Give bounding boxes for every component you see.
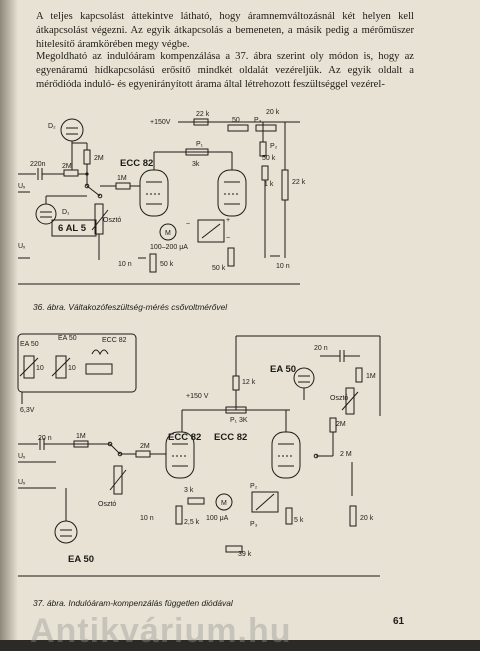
- label-50k-right: 50 k: [212, 265, 226, 272]
- resistor-2m-input: [63, 169, 79, 177]
- label-20k: 20 k: [360, 515, 374, 522]
- label-1m-input: 1M: [76, 433, 86, 440]
- label-ux-top: Uₓ: [18, 183, 26, 190]
- label-meter: 100 μA: [206, 515, 229, 522]
- label-20k: 20 k: [266, 109, 280, 116]
- label-5k: 5 k: [294, 517, 304, 524]
- label-d2: D₂: [48, 123, 56, 130]
- label-1m-right: 1M: [366, 373, 376, 380]
- label-2m-top: 2M: [94, 155, 104, 162]
- label-63v: 6,3V: [20, 407, 35, 414]
- label-oszto: Osztó: [98, 501, 116, 508]
- label-p3: P₃: [254, 117, 262, 124]
- label-22k: 22 k: [196, 111, 210, 118]
- label-150v: +150 V: [186, 393, 209, 400]
- watermark: Antikvárium.hu: [30, 612, 292, 650]
- label-d1: D₁: [62, 209, 70, 216]
- label-50k-bottom: 50 k: [160, 261, 174, 268]
- label-ux-bottom: Uₓ: [18, 243, 26, 250]
- resistor-2m-top: [83, 149, 91, 165]
- paragraph-1: A teljes kapcsolást áttekintve látható, …: [36, 11, 414, 50]
- pot-p1: [185, 148, 209, 156]
- label-p2: P₂: [250, 483, 258, 490]
- label-3k: 3k: [192, 161, 200, 168]
- label-wave: ~: [186, 221, 190, 228]
- resistor-1m: [115, 182, 131, 190]
- pot-50: [227, 124, 249, 132]
- label-3k: 3 k: [184, 487, 194, 494]
- tube-ecc82-b: [271, 431, 301, 479]
- label-oszto-right: Osztó: [330, 395, 348, 402]
- label-2m-right: 2M: [336, 421, 346, 428]
- tube-ea50-top: [293, 367, 315, 389]
- label-ea50-inset: EA 50: [20, 341, 39, 348]
- label-2k5: 2,5 k: [184, 519, 200, 526]
- label-50: 50: [232, 117, 240, 124]
- label-ux-top: Uₓ: [18, 453, 26, 460]
- label-12k: 12 k: [242, 379, 256, 386]
- label-plus: +: [226, 217, 230, 224]
- tube-ecc82-a: [165, 431, 195, 479]
- potentiometer-oszto: [113, 465, 123, 495]
- label-10-a: 10: [36, 365, 44, 372]
- label-ea50-inset-2: EA 50: [58, 335, 77, 342]
- tube-ea50-bottom: [54, 520, 78, 544]
- label-10n-left: 10 n: [118, 261, 132, 268]
- tube-d2: [60, 118, 84, 142]
- label-p2: P₂: [270, 143, 278, 150]
- figure-37-schematic: EA 50 EA 50 ECC 82 10 10 6,3V 20 n 1M Uₓ…: [17, 333, 381, 577]
- label-2m-input: 2M: [62, 163, 72, 170]
- label-minus: −: [226, 235, 230, 242]
- tube-d1: [35, 203, 57, 225]
- label-2m: 2M: [140, 443, 150, 450]
- label-39k: 39 k: [238, 551, 252, 558]
- label-meter: 100–200 μA: [150, 244, 188, 251]
- label-p3: P₃: [250, 521, 258, 528]
- page-gutter-shadow: [0, 0, 18, 640]
- figure-36-schematic: D₂ 2M 220n 2M Uₓ D₁ 6 AL 5 Osztó: [18, 109, 306, 285]
- figure-37-caption: 37. ábra. Indulóáram-kompenzálás függetl…: [33, 598, 233, 608]
- label-6al5: 6 AL 5: [58, 223, 87, 234]
- figure-36-caption: 36. ábra. Váltakozófeszültség-mérés csőv…: [33, 302, 228, 312]
- inset-box: [17, 333, 137, 393]
- pot-p2: [259, 141, 267, 157]
- label-1k: 1 k: [264, 181, 274, 188]
- label-ea50: EA 50: [270, 364, 296, 375]
- label-m: M: [221, 500, 227, 507]
- label-20n-input: 20 n: [38, 435, 52, 442]
- label-oszto: Osztó: [103, 217, 121, 224]
- page-number: 61: [393, 616, 405, 627]
- calibration-box: [197, 219, 225, 243]
- label-p1-3k: P₁ 3K: [230, 417, 248, 424]
- label-10n: 10 n: [140, 515, 154, 522]
- meter-m: [159, 223, 177, 241]
- label-1m: 1M: [117, 175, 127, 182]
- label-ea50-bottom: EA 50: [68, 554, 94, 565]
- calibration-box: [251, 491, 279, 513]
- label-220n: 220n: [30, 161, 46, 168]
- label-2m-cap: 2 M: [340, 451, 352, 458]
- label-ux-bottom: Uₓ: [18, 479, 26, 486]
- meter-m: [215, 493, 233, 511]
- label-p1: P₁: [196, 141, 204, 148]
- label-m: M: [165, 230, 171, 237]
- label-150v: +150V: [150, 119, 171, 126]
- label-22k-right: 22 k: [292, 179, 306, 186]
- label-10-b: 10: [68, 365, 76, 372]
- label-box-6al5: [51, 219, 97, 237]
- label-20n-top: 20 n: [314, 345, 328, 352]
- label-10n-right: 10 n: [276, 263, 290, 270]
- label-ecc82-inset: ECC 82: [102, 337, 127, 344]
- label-ecc82-b: ECC 82: [214, 432, 247, 443]
- label-ecc82: ECC 82: [120, 158, 153, 169]
- label-ecc82-a: ECC 82: [168, 432, 201, 443]
- paragraph-2: Megoldható az indulóáram kompenzálása a …: [36, 51, 414, 90]
- tube-ecc82-right: [217, 169, 247, 217]
- label-50k-top: 50 k: [262, 155, 276, 162]
- tube-ecc82-left: [139, 169, 169, 217]
- pot-p1: [225, 406, 247, 414]
